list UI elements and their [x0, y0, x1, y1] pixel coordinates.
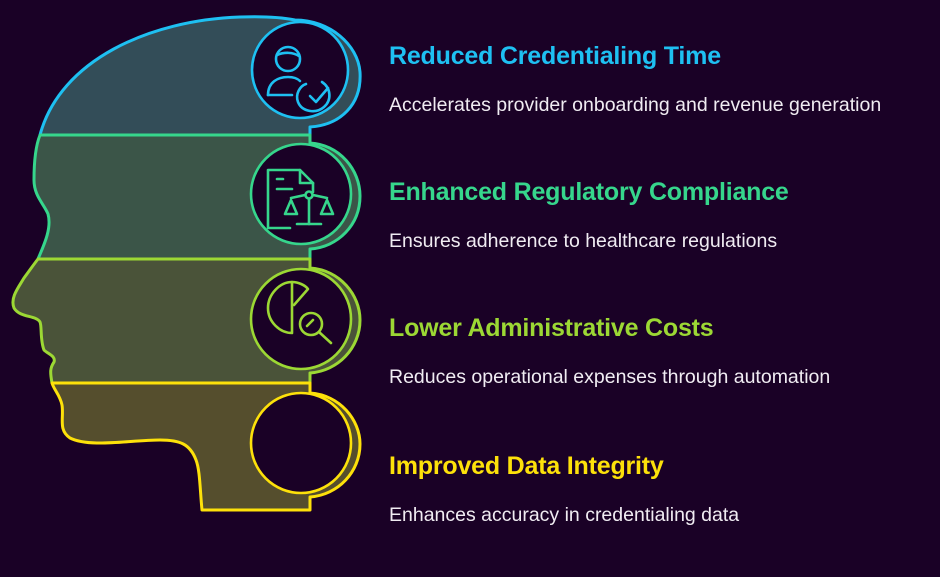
item-enhanced-regulatory-compliance: Enhanced Regulatory Compliance Ensures a…	[389, 177, 939, 253]
item-lower-administrative-costs: Lower Administrative Costs Reduces opera…	[389, 313, 939, 389]
pie-chart-search-icon	[249, 267, 353, 371]
item-reduced-credentialing-time: Reduced Credentialing Time Accelerates p…	[389, 41, 939, 117]
document-scale-icon	[249, 142, 353, 246]
user-check-icon	[250, 20, 350, 120]
item-description: Reduces operational expenses through aut…	[389, 366, 831, 388]
database-check-icon	[249, 391, 353, 495]
item-title: Lower Administrative Costs	[389, 314, 714, 342]
item-title: Enhanced Regulatory Compliance	[389, 178, 789, 206]
item-description: Accelerates provider onboarding and reve…	[389, 94, 882, 116]
item-description: Enhances accuracy in credentialing data	[389, 504, 740, 526]
head-silhouette-diagram	[11, 15, 362, 512]
item-improved-data-integrity: Improved Data Integrity Enhances accurac…	[389, 451, 939, 527]
item-title: Improved Data Integrity	[389, 452, 664, 480]
item-title: Reduced Credentialing Time	[389, 42, 721, 70]
item-description: Ensures adherence to healthcare regulati…	[389, 230, 778, 252]
